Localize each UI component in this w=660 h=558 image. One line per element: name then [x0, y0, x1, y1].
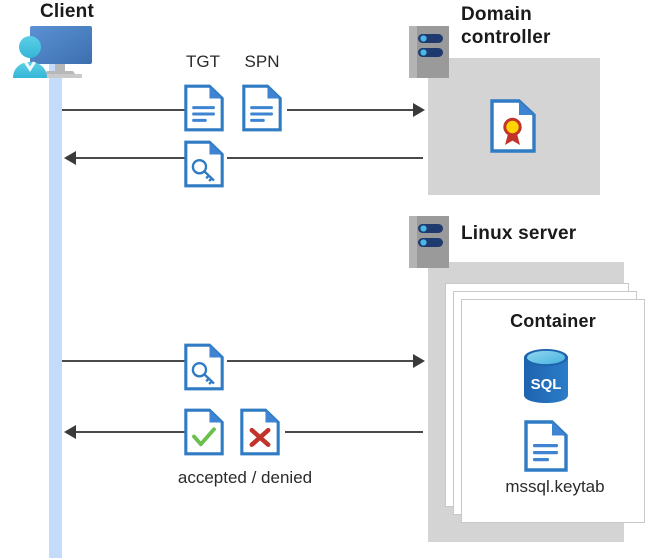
flow-arrowhead-4 — [64, 425, 76, 439]
keytab-filename-label: mssql.keytab — [505, 477, 605, 496]
flow-arrowhead-3 — [413, 354, 425, 368]
sql-database-icon: SQL — [521, 348, 571, 404]
flow-line-3-right — [227, 360, 414, 362]
dc-title-line1: Domain — [461, 4, 532, 25]
flow-line-2-right — [227, 157, 423, 159]
flow-line-1-left — [62, 109, 189, 111]
server-rack-icon — [409, 216, 449, 268]
container-title: Container — [510, 311, 596, 331]
server-rack-icon — [409, 26, 449, 78]
document-icon — [184, 84, 224, 132]
flow-line-4-right — [285, 431, 423, 433]
flow-line-3-left — [62, 360, 189, 362]
svg-text:SQL: SQL — [531, 376, 562, 393]
accepted-denied-label: accepted / denied — [177, 468, 313, 487]
cross-document-icon — [240, 408, 280, 456]
flow-line-1-right — [287, 109, 414, 111]
document-icon — [524, 420, 568, 472]
flow-arrowhead-2 — [64, 151, 76, 165]
domain-controller-title: Domain controller — [461, 3, 641, 49]
check-document-icon — [184, 408, 224, 456]
dc-title-line2: controller — [461, 27, 551, 48]
flow-line-4-left — [76, 431, 187, 433]
spn-label: SPN — [244, 52, 280, 71]
flow-arrowhead-1 — [413, 103, 425, 117]
linux-server-title: Linux server — [461, 223, 577, 244]
key-document-icon — [184, 140, 224, 188]
tgt-label: TGT — [186, 52, 220, 71]
client-workstation-icon — [8, 24, 114, 86]
client-title: Client — [40, 1, 94, 22]
container-card-front — [461, 299, 645, 523]
certificate-document-icon — [490, 99, 536, 153]
flow-line-2-left — [76, 157, 187, 159]
key-document-icon — [184, 343, 224, 391]
client-lifeline — [49, 60, 62, 558]
document-icon — [242, 84, 282, 132]
